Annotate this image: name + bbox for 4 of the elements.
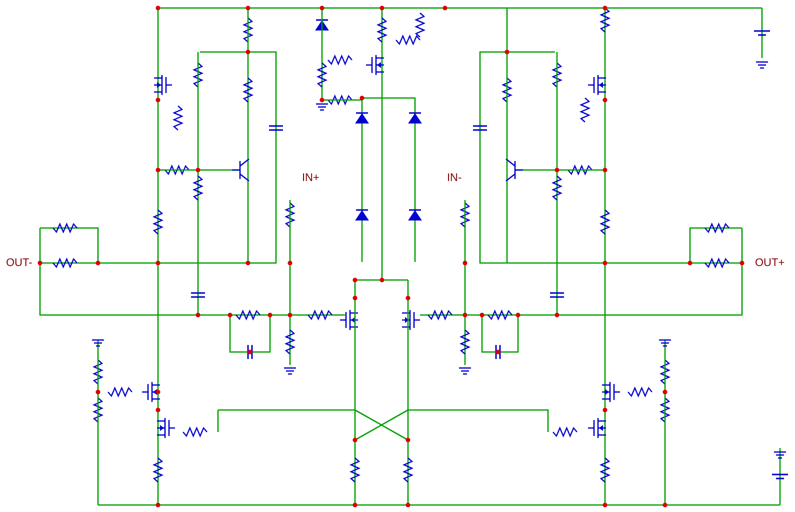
signal-label: IN+ — [302, 172, 320, 184]
signal-label: OUT- — [6, 257, 32, 269]
signal-label: OUT+ — [755, 257, 785, 269]
signal-label: IN- — [447, 172, 462, 184]
